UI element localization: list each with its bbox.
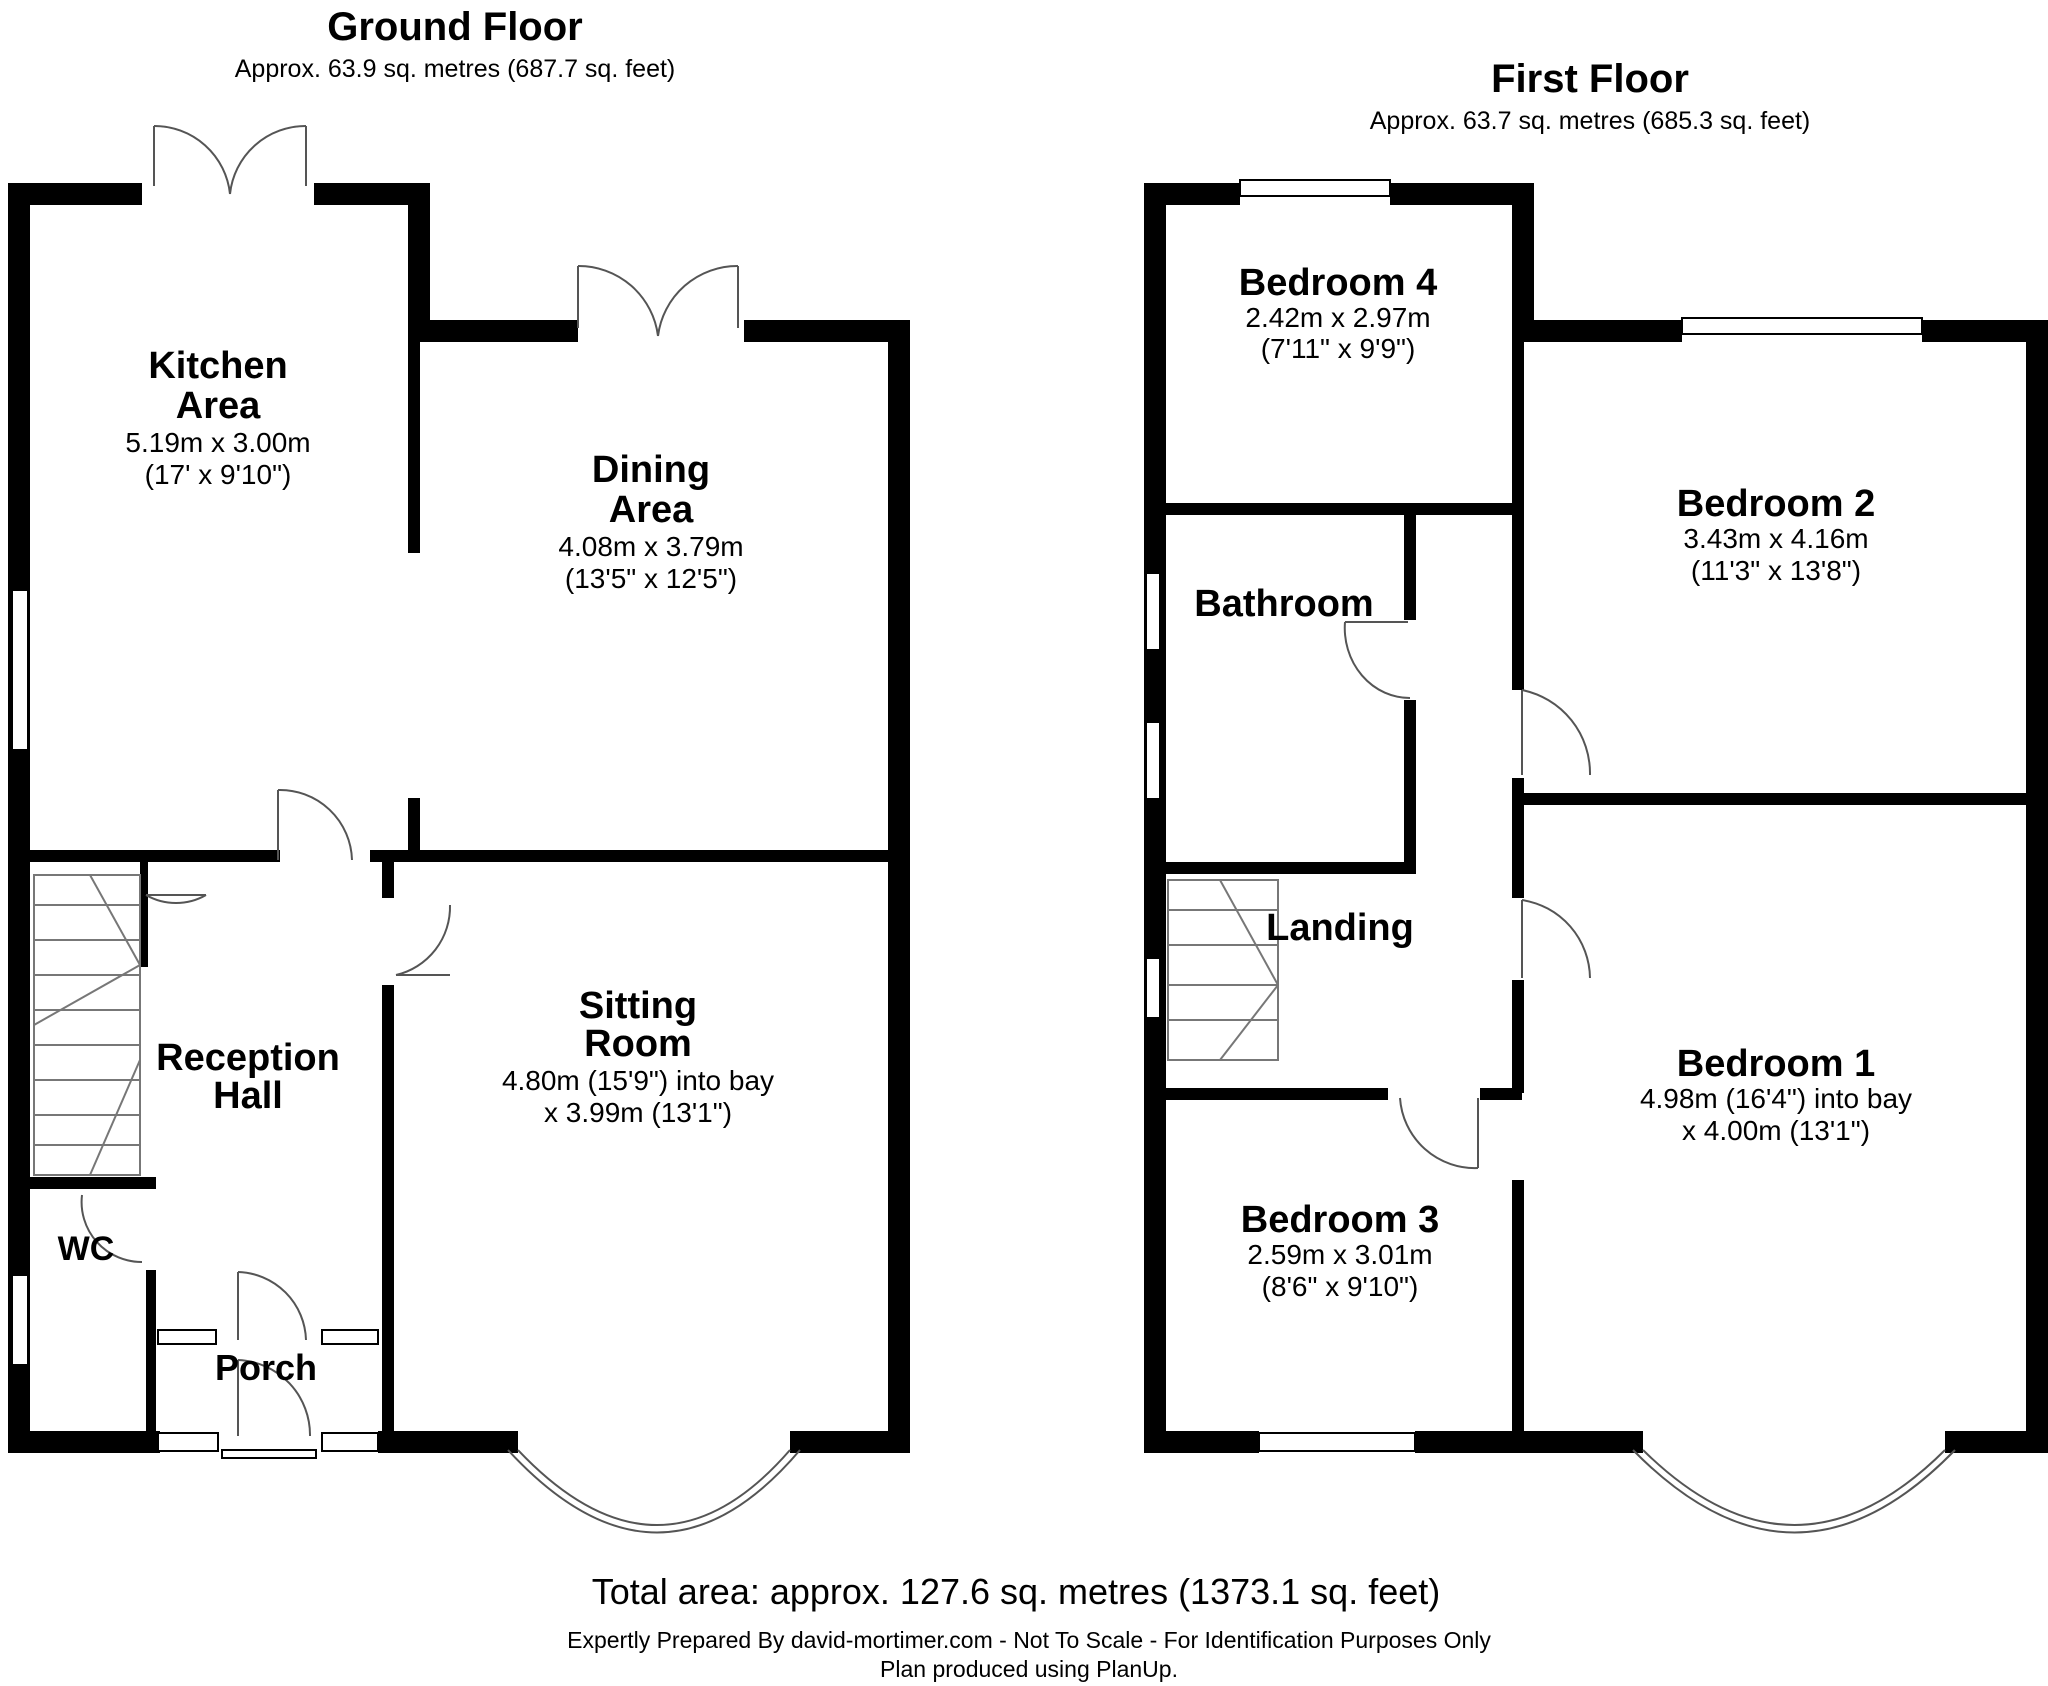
room-dimensions: 4.98m (16'4") into bay — [1640, 1083, 1912, 1114]
first-floor-doors — [1343, 621, 1956, 1534]
room-name: Bedroom 1 — [1677, 1043, 1875, 1085]
first-floor-title: First Floor — [1491, 57, 1689, 101]
total-area: Total area: approx. 127.6 sq. metres (13… — [592, 1571, 1440, 1612]
ground-floor-header: Ground Floor Approx. 63.9 sq. metres (68… — [235, 5, 676, 83]
room-label-bathroom: Bathroom — [1194, 583, 1373, 625]
room-label-bedroom-2: Bedroom 2 3.43m x 4.16m (11'3" x 13'8") — [1677, 483, 1875, 586]
ground-floor-doors — [80, 124, 801, 1534]
room-name: Sitting — [579, 985, 697, 1027]
room-name: Bedroom 3 — [1241, 1199, 1439, 1241]
room-dimensions: (8'6" x 9'10") — [1262, 1271, 1419, 1302]
room-dimensions: (13'5" x 12'5") — [565, 563, 737, 594]
room-name: Bedroom 4 — [1239, 262, 1437, 304]
first-floor-walls — [1144, 183, 2048, 1453]
ground-floor-staircase — [33, 874, 141, 1176]
room-dimensions: 3.43m x 4.16m — [1683, 523, 1868, 554]
room-dimensions: x 3.99m (13'1") — [544, 1097, 732, 1128]
ground-floor-walls — [8, 183, 910, 1453]
room-label-sitting-room: Sitting Room 4.80m (15'9") into bay x 3.… — [502, 985, 774, 1128]
room-name: Room — [584, 1023, 692, 1065]
room-label-porch: Porch — [215, 1347, 317, 1388]
room-name: Bedroom 2 — [1677, 483, 1875, 525]
room-dimensions: (11'3" x 13'8") — [1691, 555, 1861, 586]
room-dimensions: 5.19m x 3.00m — [125, 427, 310, 458]
room-dimensions: 2.59m x 3.01m — [1247, 1239, 1432, 1270]
room-dimensions: 4.08m x 3.79m — [558, 531, 743, 562]
ground-floor-title: Ground Floor — [327, 5, 583, 49]
room-name: Area — [609, 489, 694, 531]
room-dimensions: x 4.00m (13'1") — [1682, 1115, 1870, 1146]
first-floor-plan — [1144, 179, 2048, 1534]
footer-credit: Plan produced using PlanUp. — [880, 1656, 1178, 1682]
room-dimensions: (17' x 9'10") — [145, 459, 292, 490]
room-dimensions: 4.80m (15'9") into bay — [502, 1065, 774, 1096]
ground-floor-windows — [11, 589, 379, 1459]
room-name: Reception — [156, 1037, 340, 1079]
room-label-bedroom-3: Bedroom 3 2.59m x 3.01m (8'6" x 9'10") — [1241, 1199, 1439, 1302]
room-dimensions: 2.42m x 2.97m — [1245, 302, 1430, 333]
room-label-landing: Landing — [1266, 907, 1414, 949]
room-label-kitchen: Kitchen Area 5.19m x 3.00m (17' x 9'10") — [125, 345, 310, 490]
room-label-dining: Dining Area 4.08m x 3.79m (13'5" x 12'5"… — [558, 449, 743, 594]
footer-disclaimer: Expertly Prepared By david-mortimer.com … — [567, 1627, 1491, 1653]
first-floor-header: First Floor Approx. 63.7 sq. metres (685… — [1370, 57, 1811, 135]
room-label-bedroom-4: Bedroom 4 2.42m x 2.97m (7'11" x 9'9") — [1239, 262, 1437, 364]
room-label-reception-hall: Reception Hall — [156, 1037, 340, 1117]
first-floor-staircase — [1167, 879, 1279, 1061]
ground-floor-plan — [8, 124, 910, 1534]
ground-floor-area: Approx. 63.9 sq. metres (687.7 sq. feet) — [235, 55, 676, 83]
first-floor-windows — [1145, 179, 1923, 1452]
room-name: Dining — [592, 449, 710, 491]
room-label-bedroom-1: Bedroom 1 4.98m (16'4") into bay x 4.00m… — [1640, 1043, 1912, 1146]
room-name: Hall — [213, 1075, 283, 1117]
room-dimensions: (7'11" x 9'9") — [1261, 333, 1416, 364]
room-name: Kitchen — [148, 345, 287, 387]
first-floor-area: Approx. 63.7 sq. metres (685.3 sq. feet) — [1370, 107, 1811, 135]
room-label-wc: WC — [58, 1230, 115, 1268]
room-name: Area — [176, 385, 261, 427]
